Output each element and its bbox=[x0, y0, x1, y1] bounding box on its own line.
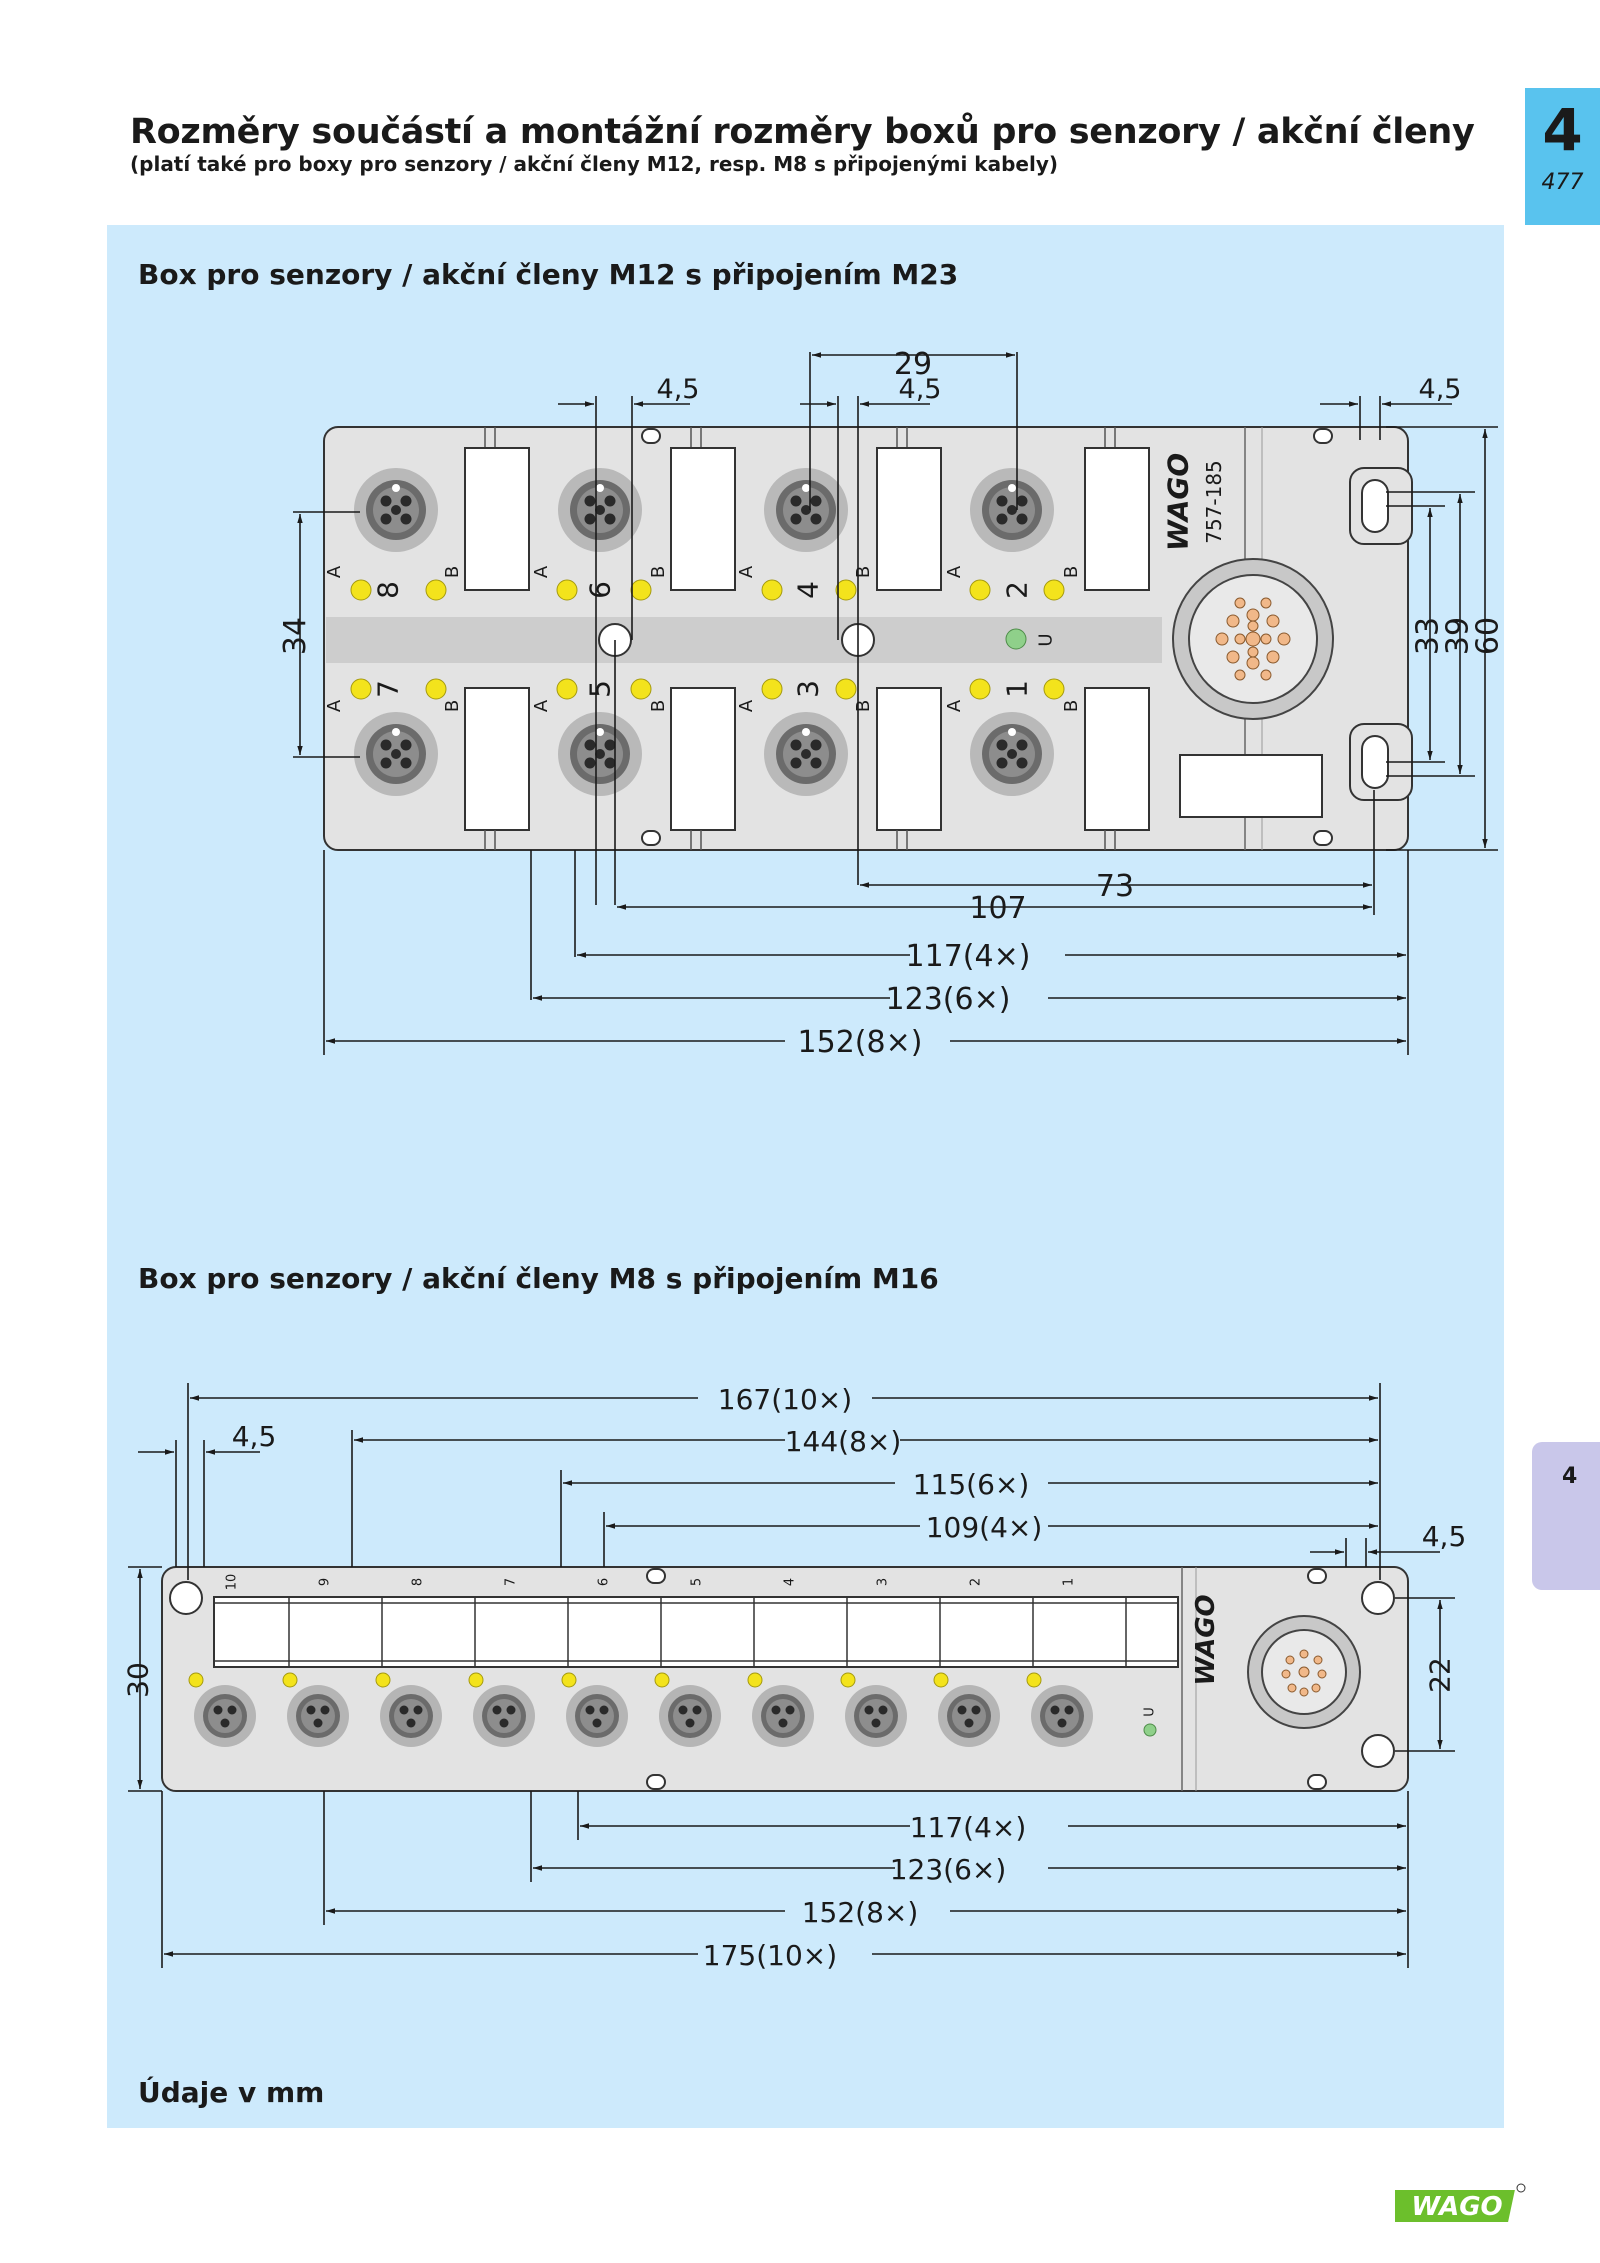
dim-33: 33 bbox=[1411, 617, 1446, 655]
label-a: A bbox=[324, 565, 345, 578]
dim-167: 167(10×) bbox=[718, 1383, 852, 1416]
port-number-8: 8 bbox=[372, 581, 405, 599]
box-brand-logo: WAGO bbox=[1191, 1594, 1221, 1685]
dim-4-5: 4,5 bbox=[1422, 1520, 1467, 1553]
slot-number-6: 6 bbox=[597, 1578, 612, 1586]
wago-logo: WAGO bbox=[1388, 2180, 1530, 2230]
label-a: A bbox=[736, 565, 757, 578]
dim-152: 152(8×) bbox=[798, 1025, 923, 1060]
section1-caption: Box pro senzory / akční členy M12 s přip… bbox=[138, 258, 959, 291]
port-number-6: 6 bbox=[584, 581, 617, 599]
dim-107: 107 bbox=[969, 891, 1026, 926]
dim-30: 30 bbox=[122, 1662, 155, 1698]
dim-4-5: 4,5 bbox=[657, 374, 700, 405]
section2-caption: Box pro senzory / akční členy M8 s připo… bbox=[138, 1262, 939, 1295]
port-number-3: 3 bbox=[792, 680, 825, 698]
slot-number-8: 8 bbox=[411, 1578, 426, 1586]
label-b: B bbox=[1061, 700, 1082, 712]
label-b: B bbox=[442, 566, 463, 578]
slot-number-1: 1 bbox=[1062, 1578, 1077, 1586]
slot-number-7: 7 bbox=[504, 1578, 519, 1586]
label-b: B bbox=[1061, 566, 1082, 578]
dim-117: 117(4×) bbox=[910, 1811, 1027, 1844]
port-number-7: 7 bbox=[372, 680, 405, 698]
slot-number-2: 2 bbox=[969, 1578, 984, 1586]
page-title: Rozměry součástí a montážní rozměry boxů… bbox=[130, 112, 1475, 152]
label-u: U bbox=[1036, 633, 1057, 646]
side-chapter-number: 4 bbox=[1562, 1464, 1578, 1489]
port-number-4: 4 bbox=[792, 581, 825, 599]
dim-109: 109(4×) bbox=[926, 1511, 1043, 1544]
dim-22: 22 bbox=[1424, 1657, 1457, 1693]
dim-123: 123(6×) bbox=[890, 1853, 1007, 1886]
units-note: Údaje v mm bbox=[138, 2076, 325, 2109]
wago-logo-mark: WAGO bbox=[1388, 2183, 1526, 2222]
port-number-1: 1 bbox=[1001, 680, 1034, 698]
label-b: B bbox=[442, 700, 463, 712]
article-number: 757-185 bbox=[1202, 460, 1226, 544]
dim-175: 175(10×) bbox=[703, 1939, 837, 1972]
slot-number-5: 5 bbox=[690, 1578, 705, 1586]
dim-4-5: 4,5 bbox=[232, 1420, 277, 1453]
m8-box bbox=[161, 1566, 1409, 1792]
dim-115: 115(6×) bbox=[913, 1468, 1030, 1501]
label-u: U bbox=[1143, 1707, 1158, 1717]
label-a: A bbox=[736, 699, 757, 712]
slot-number-9: 9 bbox=[318, 1578, 333, 1586]
dim-60: 60 bbox=[1471, 617, 1506, 655]
label-a: A bbox=[531, 565, 552, 578]
port-number-5: 5 bbox=[584, 680, 617, 698]
slot-number-4: 4 bbox=[783, 1578, 798, 1586]
dim-152: 152(8×) bbox=[802, 1896, 919, 1929]
m23-connector bbox=[1172, 558, 1334, 720]
m12-box bbox=[323, 426, 1413, 851]
dim-34: 34 bbox=[278, 617, 313, 655]
label-a: A bbox=[531, 699, 552, 712]
label-b: B bbox=[853, 700, 874, 712]
dim-39: 39 bbox=[1441, 617, 1476, 655]
label-b: B bbox=[648, 700, 669, 712]
page-number: 477 bbox=[1541, 170, 1584, 195]
label-a: A bbox=[944, 565, 965, 578]
dim-4-5: 4,5 bbox=[899, 374, 942, 405]
label-a: A bbox=[944, 699, 965, 712]
page-subtitle: (platí také pro boxy pro senzory / akční… bbox=[130, 152, 1059, 176]
port-number-2: 2 bbox=[1001, 581, 1034, 599]
dim-144: 144(8×) bbox=[785, 1425, 902, 1458]
label-b: B bbox=[853, 566, 874, 578]
label-b: B bbox=[648, 566, 669, 578]
dim-73: 73 bbox=[1096, 869, 1134, 904]
label-a: A bbox=[324, 699, 345, 712]
chapter-tab[interactable]: 4 477 bbox=[1525, 88, 1600, 225]
m16-connector bbox=[1247, 1615, 1361, 1729]
dim-29: 29 bbox=[894, 347, 932, 382]
dim-123: 123(6×) bbox=[886, 982, 1011, 1017]
slot-number-3: 3 bbox=[876, 1578, 891, 1586]
chapter-number: 4 bbox=[1542, 96, 1583, 164]
dim-4-5: 4,5 bbox=[1419, 374, 1462, 405]
box-brand-logo: WAGO bbox=[1162, 453, 1195, 551]
wago-logo-text: WAGO bbox=[1411, 2192, 1502, 2222]
side-chapter-tab[interactable]: 4 bbox=[1532, 1442, 1600, 1590]
slot-number-10: 10 bbox=[225, 1574, 240, 1591]
dim-117: 117(4×) bbox=[906, 939, 1031, 974]
